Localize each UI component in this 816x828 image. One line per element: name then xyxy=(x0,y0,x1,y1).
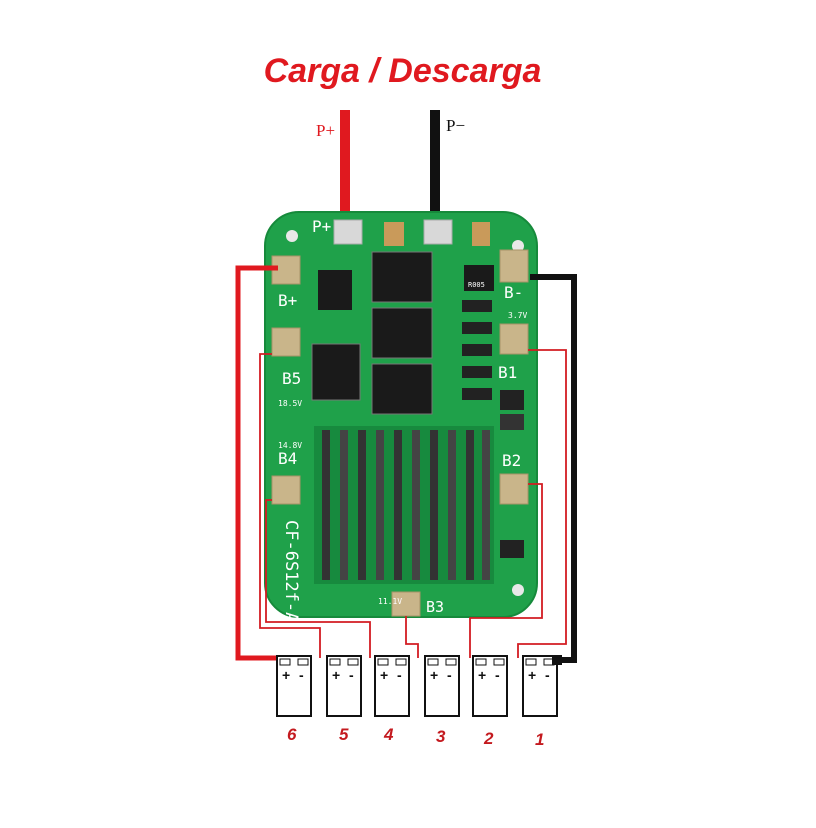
balance-wire-b4 xyxy=(265,499,371,658)
silk-p-plus: P+ xyxy=(312,217,331,236)
silk-b-plus: B+ xyxy=(278,291,297,310)
svg-text:+: + xyxy=(478,667,486,683)
smd-row-4 xyxy=(462,366,492,378)
silk-b-minus: B- xyxy=(504,283,523,302)
mosfet-4 xyxy=(311,343,361,401)
b-minus-wire xyxy=(530,274,577,663)
svg-text:-: - xyxy=(349,667,354,683)
svg-text:+: + xyxy=(528,667,536,683)
svg-text:-: - xyxy=(545,667,550,683)
balance-wire-b1 xyxy=(517,349,567,658)
smd-row-3 xyxy=(462,344,492,356)
battery-cell-6: + - 6 xyxy=(276,655,312,744)
silk-b5: B5 xyxy=(282,369,301,388)
p-plus-label: P+ xyxy=(316,121,335,140)
shunt-resistor xyxy=(464,265,494,291)
silk-b1: B1 xyxy=(498,363,517,382)
svg-text:+: + xyxy=(332,667,340,683)
battery-cell-1: + - 1 xyxy=(522,655,558,749)
mosfet-1 xyxy=(371,251,433,303)
p-plus-header xyxy=(333,219,363,245)
p-minus-wire xyxy=(430,110,440,228)
battery-cell-3: + - 3 xyxy=(424,655,460,746)
silk-v4: 14.8V xyxy=(278,441,302,450)
svg-text:-: - xyxy=(447,667,452,683)
mount-hole-right xyxy=(512,240,524,252)
diagram-title: Carga / Descarga xyxy=(263,52,542,90)
top-capacitor xyxy=(384,222,404,246)
p-minus-label: P− xyxy=(446,116,465,135)
smd-right-3 xyxy=(500,540,524,558)
p-minus-header xyxy=(423,219,453,245)
cell-number-2: 2 xyxy=(483,729,494,748)
balance-wires xyxy=(259,349,567,658)
silk-b3: B3 xyxy=(426,598,444,616)
mosfet-3 xyxy=(371,363,433,415)
silk-v1: 3.7V xyxy=(508,311,527,320)
cell-number-6: 6 xyxy=(287,725,297,744)
top-resistor xyxy=(472,222,490,246)
mosfet-2 xyxy=(371,307,433,359)
silk-v3: 11.1V xyxy=(378,597,402,606)
p-plus-wire xyxy=(340,110,350,228)
cell-number-3: 3 xyxy=(436,727,446,746)
pad-b4 xyxy=(271,475,301,505)
balance-wire-b5 xyxy=(259,353,321,658)
silk-b4: B4 xyxy=(278,449,297,468)
battery-cell-4: + - 4 xyxy=(374,655,410,744)
silk-model: CF-6S12f-A xyxy=(281,520,301,622)
component-grid-bars xyxy=(322,430,490,580)
svg-text:+: + xyxy=(380,667,388,683)
cell-number-4: 4 xyxy=(383,725,394,744)
smd-row-2 xyxy=(462,322,492,334)
svg-text:+: + xyxy=(282,667,290,683)
mount-hole-bottom xyxy=(512,584,524,596)
pad-b5 xyxy=(271,327,301,357)
smd-row-5 xyxy=(462,388,492,400)
battery-cell-2: + - 2 xyxy=(472,655,508,748)
cell-number-5: 5 xyxy=(339,725,349,744)
silk-b2: B2 xyxy=(502,451,521,470)
pad-b-plus xyxy=(271,255,301,285)
cell-number-1: 1 xyxy=(535,730,544,749)
battery-cell-5: + - 5 xyxy=(326,655,362,744)
svg-text:-: - xyxy=(397,667,402,683)
battery-cells: + - 6 + - 5 + - 4 + - 3 xyxy=(276,655,558,749)
svg-text:-: - xyxy=(299,667,304,683)
silk-v5: 18.5V xyxy=(278,399,302,408)
shunt-label: R005 xyxy=(468,281,485,289)
mount-hole-left xyxy=(286,230,298,242)
smd-row-1 xyxy=(462,300,492,312)
svg-text:+: + xyxy=(430,667,438,683)
balance-wire-b2 xyxy=(469,483,543,658)
smd-right-1 xyxy=(500,390,524,410)
pad-b1 xyxy=(499,323,529,355)
b-plus-wire xyxy=(235,265,288,661)
pad-b2 xyxy=(499,473,529,505)
b-minus-terminal xyxy=(552,655,562,665)
smd-right-2 xyxy=(500,414,524,430)
pad-b3 xyxy=(391,591,421,617)
pad-b-minus xyxy=(499,249,529,283)
balance-wire-b3 xyxy=(405,616,419,658)
svg-text:-: - xyxy=(495,667,500,683)
ic-chip xyxy=(318,270,352,310)
